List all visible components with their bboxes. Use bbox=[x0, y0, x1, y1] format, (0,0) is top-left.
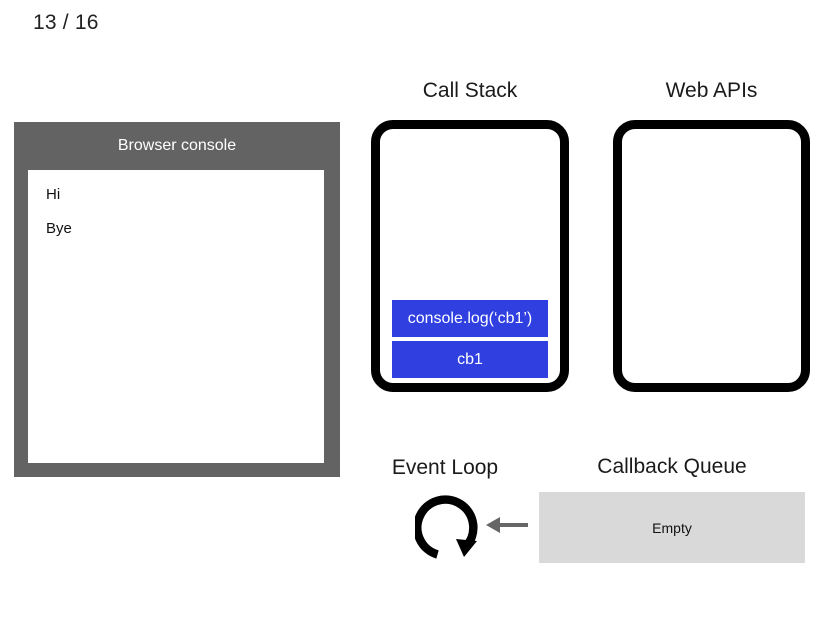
callback-queue-status: Empty bbox=[652, 519, 692, 536]
slide-counter: 13 / 16 bbox=[33, 11, 99, 34]
call-stack-box: console.log(‘cb1’) cb1 bbox=[371, 120, 569, 392]
browser-console-panel: Browser console Hi Bye bbox=[14, 122, 340, 477]
call-stack-frame: cb1 bbox=[392, 341, 548, 378]
event-loop-title: Event Loop bbox=[391, 456, 499, 479]
call-stack-frame: console.log(‘cb1’) bbox=[392, 300, 548, 337]
web-apis-box bbox=[613, 120, 810, 392]
callback-queue-box: Empty bbox=[539, 492, 805, 563]
callback-queue-title: Callback Queue bbox=[597, 455, 747, 478]
console-log-line: Hi bbox=[46, 186, 61, 203]
console-log-line: Bye bbox=[46, 220, 72, 237]
browser-console-output: Hi Bye bbox=[28, 170, 324, 463]
browser-console-title: Browser console bbox=[117, 137, 237, 154]
arrow-left-icon bbox=[486, 517, 528, 533]
web-apis-title: Web APIs bbox=[665, 79, 758, 102]
circular-arrow-icon bbox=[415, 495, 478, 559]
call-stack-frames: console.log(‘cb1’) cb1 bbox=[380, 300, 560, 378]
call-stack-title: Call Stack bbox=[422, 79, 518, 102]
